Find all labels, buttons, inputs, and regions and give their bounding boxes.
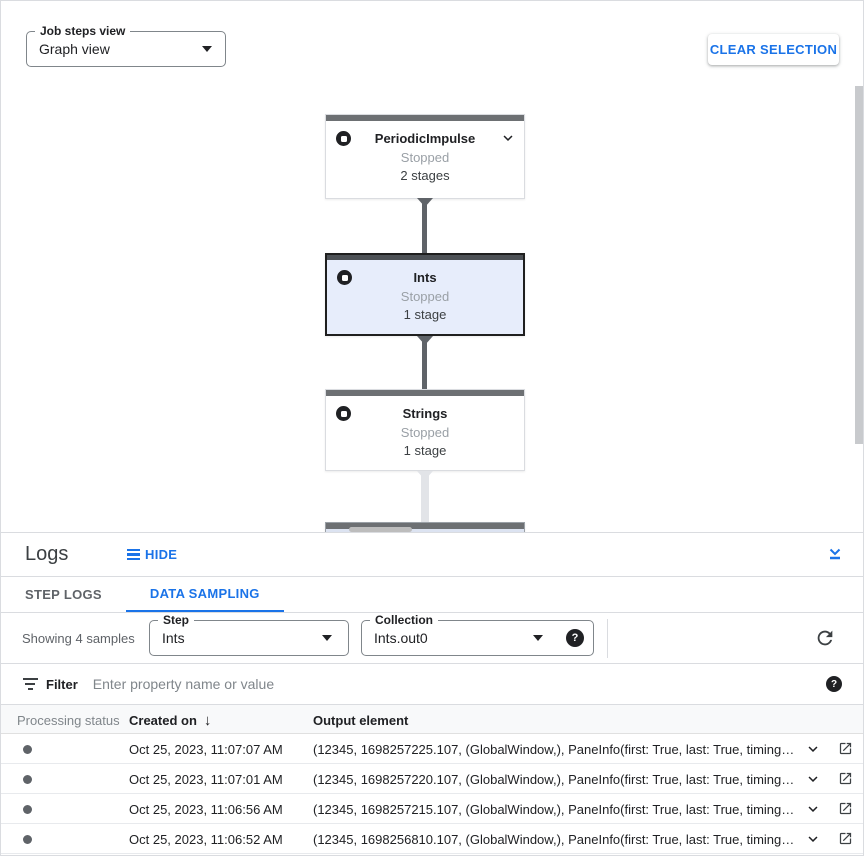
output-element-cell: (12345, 1698257225.107, (GlobalWindow,),…	[313, 742, 795, 757]
clear-selection-button[interactable]: CLEAR SELECTION	[708, 34, 839, 65]
output-element-cell: (12345, 1698257220.107, (GlobalWindow,),…	[313, 772, 795, 787]
node-stages: 1 stage	[403, 443, 447, 458]
status-dot-icon	[23, 775, 32, 784]
step-select-value: Ints	[162, 630, 185, 646]
graph-node-ints[interactable]: Ints Stopped 1 stage	[325, 253, 525, 336]
job-steps-view-select[interactable]: Job steps view Graph view	[26, 24, 226, 67]
sampling-controls: Showing 4 samples Step Ints Collection I…	[1, 613, 863, 664]
horizontal-scrollbar[interactable]	[349, 527, 412, 532]
graph-edge	[421, 471, 429, 522]
table-row: Oct 25, 2023, 11:07:07 AM (12345, 169825…	[1, 734, 863, 764]
filter-bar: Filter ?	[1, 664, 863, 705]
divider	[607, 619, 608, 658]
arrow-down-icon	[417, 471, 433, 480]
open-in-new-icon[interactable]	[838, 831, 853, 846]
stop-circle-icon	[336, 406, 351, 421]
expand-row-icon[interactable]	[804, 830, 822, 848]
dropdown-caret-icon	[202, 46, 212, 52]
created-on-cell: Oct 25, 2023, 11:07:07 AM	[129, 742, 283, 757]
created-on-cell: Oct 25, 2023, 11:06:52 AM	[129, 832, 283, 847]
column-output-element: Output element	[313, 713, 409, 728]
expand-row-icon[interactable]	[804, 770, 822, 788]
chevron-down-icon[interactable]	[499, 129, 517, 147]
tab-data-sampling[interactable]: DATA SAMPLING	[125, 577, 284, 612]
node-title: Ints	[413, 270, 437, 285]
table-row: Oct 25, 2023, 11:07:01 AM (12345, 169825…	[1, 764, 863, 794]
stop-circle-icon	[336, 131, 351, 146]
stop-circle-icon	[337, 270, 352, 285]
open-in-new-icon[interactable]	[838, 801, 853, 816]
graph-node-partial[interactable]	[325, 522, 525, 533]
created-on-cell: Oct 25, 2023, 11:06:56 AM	[129, 802, 283, 817]
arrow-down-icon	[417, 198, 433, 207]
graph-node-strings[interactable]: Strings Stopped 1 stage	[325, 389, 525, 471]
logs-header: Logs HIDE	[1, 533, 863, 577]
tab-step-logs[interactable]: STEP LOGS	[25, 587, 102, 602]
node-status-bar	[326, 115, 524, 121]
graph-node-periodicimpulse[interactable]: PeriodicImpulse Stopped 2 stages	[325, 114, 525, 199]
node-stages: 2 stages	[400, 168, 450, 183]
dropdown-caret-icon	[533, 635, 543, 641]
status-dot-icon	[23, 835, 32, 844]
status-dot-icon	[23, 745, 32, 754]
node-status-bar	[326, 390, 524, 396]
node-title: PeriodicImpulse	[374, 131, 476, 146]
node-title: Strings	[402, 406, 448, 421]
output-element-cell: (12345, 1698256810.107, (GlobalWindow,),…	[313, 832, 795, 847]
created-on-cell: Oct 25, 2023, 11:07:01 AM	[129, 772, 283, 787]
collection-select-value: Ints.out0	[374, 630, 428, 646]
step-select-label: Step	[158, 613, 195, 628]
status-dot-icon	[23, 805, 32, 814]
expand-row-icon[interactable]	[804, 740, 822, 758]
open-in-new-icon[interactable]	[838, 741, 853, 756]
table-row: Oct 25, 2023, 11:06:56 AM (12345, 169825…	[1, 794, 863, 824]
open-in-new-icon[interactable]	[838, 771, 853, 786]
help-icon[interactable]: ?	[566, 629, 584, 647]
graph-edge	[422, 336, 427, 389]
collection-select[interactable]: Collection Ints.out0 ?	[361, 613, 594, 656]
filter-icon	[22, 678, 38, 690]
output-element-cell: (12345, 1698257215.107, (GlobalWindow,),…	[313, 802, 795, 817]
column-created-on[interactable]: Created on ↓	[129, 712, 212, 729]
showing-samples-text: Showing 4 samples	[22, 631, 135, 646]
table-row: Oct 25, 2023, 11:06:52 AM (12345, 169825…	[1, 824, 863, 854]
sort-descending-icon: ↓	[203, 712, 212, 729]
node-status: Stopped	[400, 289, 450, 304]
filter-label: Filter	[46, 676, 78, 692]
expand-row-icon[interactable]	[804, 800, 822, 818]
hide-logs-button[interactable]: HIDE	[127, 547, 177, 562]
logs-panel: Logs HIDE STEP LOGS DATA SAMPLING Showin…	[1, 532, 863, 855]
logs-panel-title: Logs	[25, 543, 69, 565]
job-steps-view-value: Graph view	[39, 41, 110, 57]
vertical-scrollbar[interactable]	[855, 86, 863, 444]
logs-tabs: STEP LOGS DATA SAMPLING	[1, 577, 863, 613]
refresh-icon[interactable]	[814, 627, 836, 649]
hide-logs-icon	[127, 548, 140, 561]
help-icon[interactable]: ?	[826, 676, 842, 692]
graph-edge	[422, 198, 427, 253]
node-status: Stopped	[400, 425, 450, 440]
arrow-down-icon	[417, 336, 433, 345]
step-select[interactable]: Step Ints	[149, 613, 349, 656]
job-steps-view-label: Job steps view	[35, 24, 131, 39]
dropdown-caret-icon	[322, 635, 332, 641]
node-status-bar	[327, 255, 523, 260]
node-stages: 1 stage	[403, 307, 447, 322]
hide-logs-label: HIDE	[145, 547, 178, 562]
table-header: Processing status Created on ↓ Output el…	[1, 705, 863, 734]
collection-select-label: Collection	[370, 613, 439, 628]
collapse-panel-icon[interactable]	[826, 545, 844, 563]
column-processing-status: Processing status	[17, 713, 120, 728]
node-status-bar	[326, 523, 524, 529]
node-status: Stopped	[400, 150, 450, 165]
filter-input[interactable]	[92, 676, 863, 692]
